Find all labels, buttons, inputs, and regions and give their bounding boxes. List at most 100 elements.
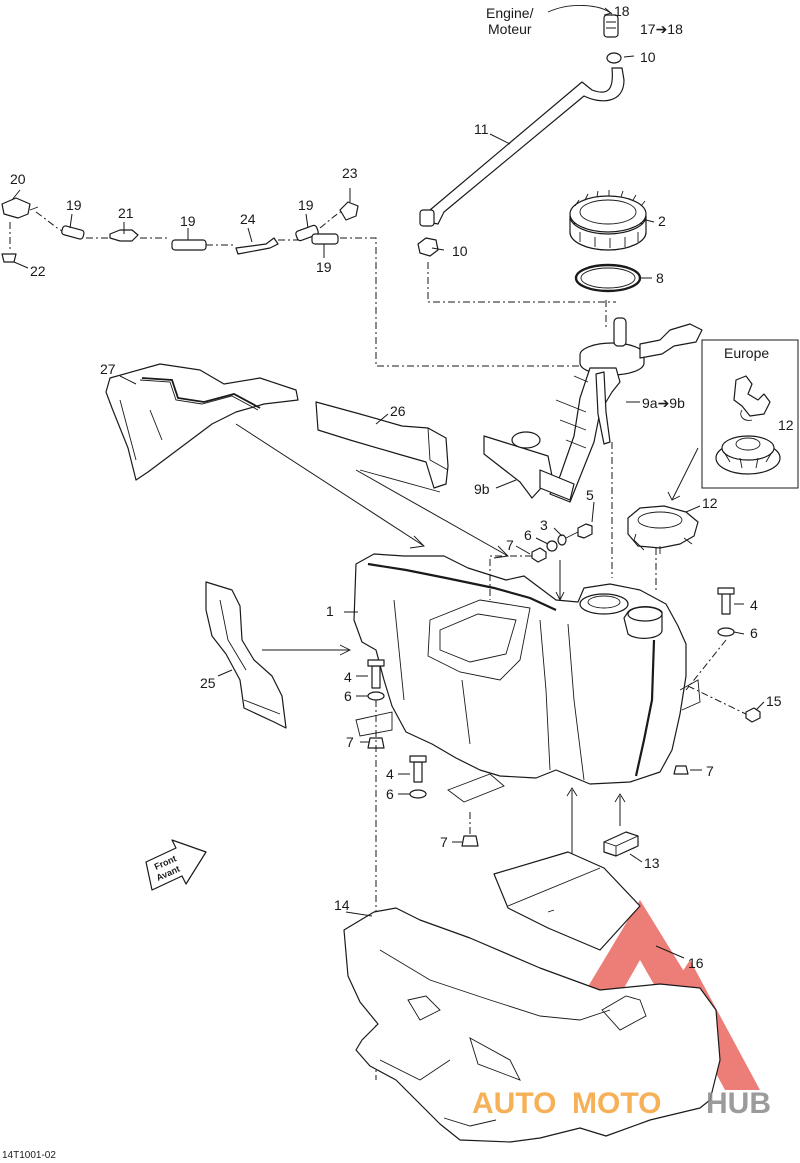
watermark-moto: MOTO (572, 1087, 661, 1120)
heat-shield-26 (315, 401, 449, 493)
fuel-pump-module-9 (483, 317, 703, 503)
front-direction-arrow (145, 839, 207, 891)
label-18-top: 18 (614, 3, 630, 19)
hose-19-c (295, 224, 319, 242)
vent-hose-11 (427, 67, 625, 225)
label-16: 16 (688, 955, 704, 971)
label-19-c: 19 (298, 197, 314, 213)
label-7-bottom: 7 (440, 834, 448, 850)
bolt-4-right (721, 591, 731, 615)
engine-label-line1: Engine/ (486, 5, 534, 21)
watermark-hub: HUB (706, 1087, 771, 1120)
fasteners-bottom (409, 755, 479, 847)
hose-clamp-10-mid (417, 237, 439, 257)
label-4-bottom: 4 (386, 766, 394, 782)
label-22: 22 (30, 263, 46, 279)
label-26: 26 (390, 403, 406, 419)
label-21: 21 (118, 205, 134, 221)
label-14: 14 (334, 897, 350, 913)
watermark-text: AUTO MOTO HUB (472, 1087, 771, 1120)
doc-code: 14T1001-02 (2, 1150, 56, 1161)
label-7-left: 7 (346, 734, 354, 750)
pump-lock-ring-2 (569, 190, 647, 251)
label-19-a: 19 (66, 197, 82, 213)
hose-19-a (61, 225, 85, 240)
label-10-top: 10 (640, 49, 656, 65)
nut-7-bottom (461, 835, 479, 847)
label-4-left: 4 (344, 669, 352, 685)
heat-shield-27 (105, 363, 299, 481)
engine-vent-hose-group (417, 4, 625, 257)
label-17-18: 17➔18 (640, 21, 683, 37)
nut-7-left (367, 737, 385, 749)
label-19-d: 19 (316, 259, 332, 275)
label-9a-9b: 9a➔9b (642, 395, 685, 411)
label-1: 1 (326, 603, 334, 619)
label-6-left: 6 (344, 688, 352, 704)
elbow-fitting-20 (1, 197, 31, 219)
pump-connector (639, 323, 703, 359)
fuel-filter-9b (483, 435, 553, 499)
bushing-3 (557, 534, 567, 546)
label-5: 5 (586, 487, 594, 503)
bolt-15 (745, 707, 761, 723)
heat-shield-25 (205, 581, 287, 729)
europe-valve-icon (733, 375, 771, 417)
label-6-right: 6 (750, 625, 758, 641)
label-7-top: 7 (506, 537, 514, 553)
label-2: 2 (658, 213, 666, 229)
label-8: 8 (656, 270, 664, 286)
check-valve-21 (109, 229, 139, 242)
label-7-right: 7 (706, 763, 714, 779)
washer-6-bottom (409, 789, 427, 799)
label-3: 3 (540, 517, 548, 533)
label-23: 23 (342, 165, 358, 181)
label-4-right: 4 (750, 597, 758, 613)
label-25: 25 (200, 675, 216, 691)
label-10-mid: 10 (452, 243, 468, 259)
label-9b: 9b (474, 481, 490, 497)
hose-19-d (311, 233, 339, 245)
skid-plate-14 (343, 907, 721, 1143)
nut-7-right (673, 765, 689, 775)
label-6-bottom: 6 (386, 786, 394, 802)
fasteners-right (673, 587, 761, 775)
washer-6-top (546, 540, 558, 552)
rollover-valve-23 (339, 201, 359, 221)
plug-22 (1, 253, 17, 263)
label-20: 20 (10, 171, 26, 187)
nut-7-top (531, 547, 547, 563)
vent-line-assembly (1, 197, 586, 367)
bolt-5 (577, 523, 593, 539)
europe-label: Europe (724, 345, 769, 361)
label-24: 24 (240, 211, 256, 227)
callout-labels: Engine/ Moteur Europe 14T1001-02 Front A… (2, 3, 794, 1161)
label-19-b: 19 (180, 213, 196, 229)
label-11: 11 (474, 121, 489, 137)
pump-gasket-8 (574, 263, 642, 293)
label-6-top: 6 (524, 527, 532, 543)
europe-inset (701, 339, 799, 489)
hose-clamp-10-top (606, 52, 622, 64)
fuel-tank-1 (353, 553, 701, 803)
washer-6-right (717, 627, 735, 637)
protection-plate-16 (493, 851, 641, 951)
engine-label-line2: Moteur (488, 21, 532, 37)
bolt-4-left (371, 665, 381, 689)
watermark-auto: AUTO (472, 1087, 556, 1120)
label-13: 13 (644, 855, 660, 871)
fuel-cap-12 (627, 505, 699, 554)
callout-leaders (11, 55, 765, 863)
tee-fitting-24 (235, 237, 279, 255)
washer-6-left (367, 691, 385, 701)
vent-valve-18 (603, 14, 619, 38)
label-15: 15 (766, 693, 782, 709)
rubber-pad-13 (603, 831, 639, 857)
label-12-europe: 12 (778, 417, 794, 433)
hose-19-b (171, 239, 207, 251)
label-27: 27 (100, 361, 116, 377)
bolt-4-bottom (413, 761, 423, 783)
fasteners-top (489, 523, 593, 602)
label-12: 12 (702, 495, 718, 511)
